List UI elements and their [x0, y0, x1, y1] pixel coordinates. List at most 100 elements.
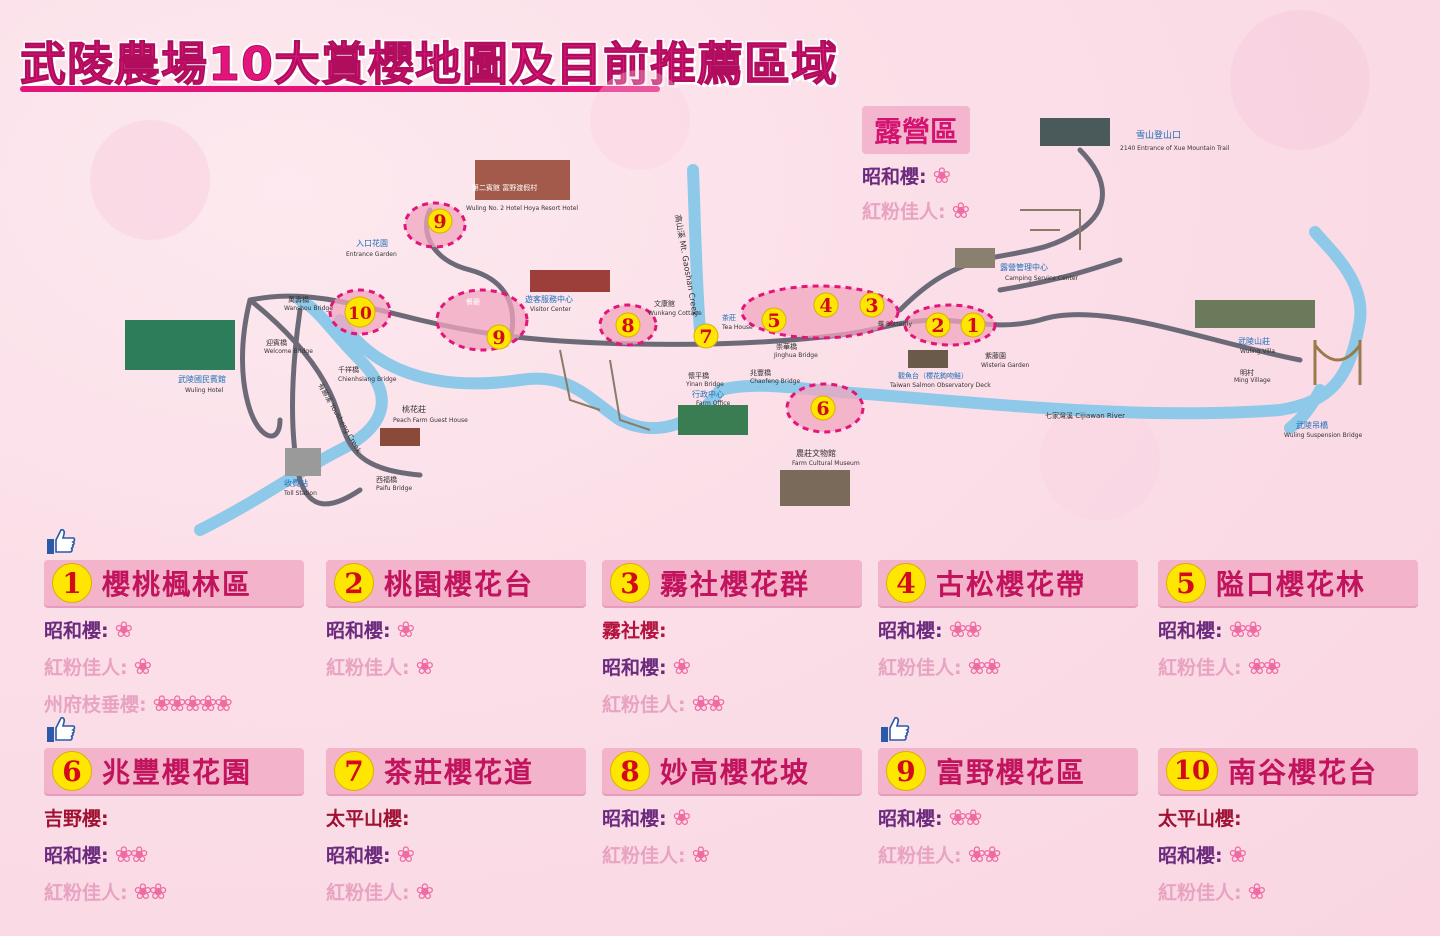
rating-row: 昭和櫻:❀❀ [44, 841, 304, 868]
rating-label: 紅粉佳人: [326, 657, 410, 679]
spot-name: 古松櫻花帶 [936, 568, 1087, 601]
map-badge-number: 2 [931, 315, 944, 337]
rating-label: 昭和櫻: [1158, 845, 1223, 867]
thumbs-up-icon [47, 528, 76, 554]
rating-label: 昭和櫻: [326, 620, 391, 642]
label-wenkang-en: Wunkang Cottage [648, 310, 702, 317]
spot-number-badge: 1 [52, 563, 92, 603]
spot-name: 茶莊櫻花道 [384, 756, 535, 789]
rating-label: 昭和櫻: [602, 657, 667, 679]
label-wuling-villa-cn: 武陵山莊 [1238, 336, 1270, 346]
map-badge-number: 9 [433, 211, 446, 233]
guest-house-building [125, 320, 235, 370]
rating-row: 紅粉佳人:❀ [1158, 878, 1418, 905]
spot-card-header: 4 古松櫻花帶 [878, 560, 1138, 606]
rating-row: 昭和櫻:❀❀ [1158, 616, 1418, 643]
label-farm-office-cn: 行政中心 [692, 389, 724, 399]
rating-row: 昭和櫻:❀❀ [878, 616, 1138, 643]
label-yingbin-en: Welcome Bridge [264, 348, 313, 355]
label-qianxiang-en: Chienhsiang Bridge [338, 376, 397, 383]
map-badge-number: 8 [621, 315, 634, 337]
cherry-blossom-icon: ❀❀ [114, 843, 149, 868]
label-museum-en: Farm Cultural Museum [792, 460, 860, 467]
label-camping-center-en: Camping Service Center [1005, 275, 1079, 282]
spot-name: 桃園櫻花台 [384, 568, 535, 601]
label-toll-en: Toll Station [283, 490, 317, 497]
rating-row: 霧社櫻: [602, 616, 862, 643]
spot-card-header: 7 茶莊櫻花道 [326, 748, 586, 794]
spot-number-badge: 9 [886, 751, 926, 791]
label-camping-center-cn: 露營管理中心 [1000, 262, 1048, 272]
rating-label: 紅粉佳人: [878, 845, 962, 867]
rating-row: 紅粉佳人:❀❀ [44, 878, 304, 905]
spot-name: 櫻桃楓林區 [102, 568, 253, 601]
rating-label: 霧社櫻: [602, 620, 667, 642]
map-badge-6: 6 [810, 395, 836, 421]
background-blossoms [90, 10, 1370, 520]
cherry-blossom-icon: ❀ [396, 843, 416, 868]
spot-name: 兆豐櫻花園 [102, 756, 253, 789]
camping-center-building [955, 248, 995, 268]
map-badge-number: 10 [348, 304, 372, 324]
spot-number-badge: 7 [334, 751, 374, 791]
spot-name: 妙高櫻花坡 [660, 756, 811, 789]
walk-paths [559, 209, 1081, 431]
cherry-blossom-icon: ❀ [691, 843, 711, 868]
map-badge-number: 3 [865, 295, 878, 317]
map-badge-2: 2 [925, 312, 951, 338]
buildings [125, 118, 1315, 506]
rating-row: 紅粉佳人:❀ [602, 841, 862, 868]
cherry-blossom-icon: ❀ [396, 618, 416, 643]
rating-label: 紅粉佳人: [326, 882, 410, 904]
cherry-blossom-icon: ❀❀ [967, 655, 1002, 680]
cherry-blossom-icon: ❀❀ [133, 880, 168, 905]
label-qianxiang-cn: 千祥橋 [338, 365, 359, 374]
spot-number-badge: 4 [886, 563, 926, 603]
rating-label: 紅粉佳人: [862, 201, 946, 223]
label-xueshan-en: 2140 Entrance of Xue Mountain Trail [1120, 145, 1230, 152]
rating-label: 吉野櫻: [44, 808, 109, 830]
rating-row: 太平山櫻: [326, 804, 586, 831]
spot-area-9b [435, 288, 529, 352]
rating-row: 紅粉佳人:❀❀ [878, 841, 1138, 868]
label-salmon-en: Taiwan Salmon Observatory Deck [889, 382, 991, 389]
label-paifu-cn: 西福橋 [376, 475, 397, 484]
map-badge-9: 9 [427, 208, 453, 234]
spot-number-badge: 3 [610, 563, 650, 603]
cherry-blossom-icon: ❀ [1228, 843, 1248, 868]
map-badge-10: 10 [344, 296, 376, 328]
map-badge-5: 5 [761, 307, 787, 333]
rating-label: 昭和櫻: [862, 166, 927, 188]
page-title-wrap: 武陵農場10大賞櫻地圖及目前推薦區域 [19, 28, 838, 94]
rating-row: 昭和櫻:❀ [602, 653, 862, 680]
rating-row: 紅粉佳人:❀❀ [878, 653, 1138, 680]
title-underline [20, 86, 660, 92]
label-jinghua-en: Jinghua Bridge [773, 352, 818, 359]
label-wanshou-cn: 萬壽橋 [288, 295, 309, 304]
rating-label: 紅粉佳人: [878, 657, 962, 679]
label-hotel2-en: Wuling No. 2 Hotel Hoya Resort Hotel [466, 205, 578, 212]
rating-label: 紅粉佳人: [44, 882, 128, 904]
rating-label: 昭和櫻: [44, 620, 109, 642]
spot-number-badge: 10 [1166, 751, 1218, 791]
label-yinan-en: Yinan Bridge [685, 381, 724, 388]
rating-row: 昭和櫻:❀ [44, 616, 304, 643]
cherry-blossom-icon: ❀ [133, 655, 153, 680]
rating-label: 太平山櫻: [326, 808, 410, 830]
label-tea-house-en: Tea House [721, 324, 753, 331]
spot-number-badge: 2 [334, 563, 374, 603]
label-cafeteria-cn: 餐廳 [466, 297, 480, 306]
spot-card-header: 2 桃園櫻花台 [326, 560, 586, 606]
museum-building [780, 470, 850, 506]
label-chaofeng-cn: 兆豐橋 [750, 368, 771, 377]
rating-label: 昭和櫻: [326, 845, 391, 867]
rating-label: 昭和櫻: [878, 620, 943, 642]
cherry-blossom-icon: ❀ [672, 655, 692, 680]
map-badge-3: 3 [859, 292, 885, 318]
